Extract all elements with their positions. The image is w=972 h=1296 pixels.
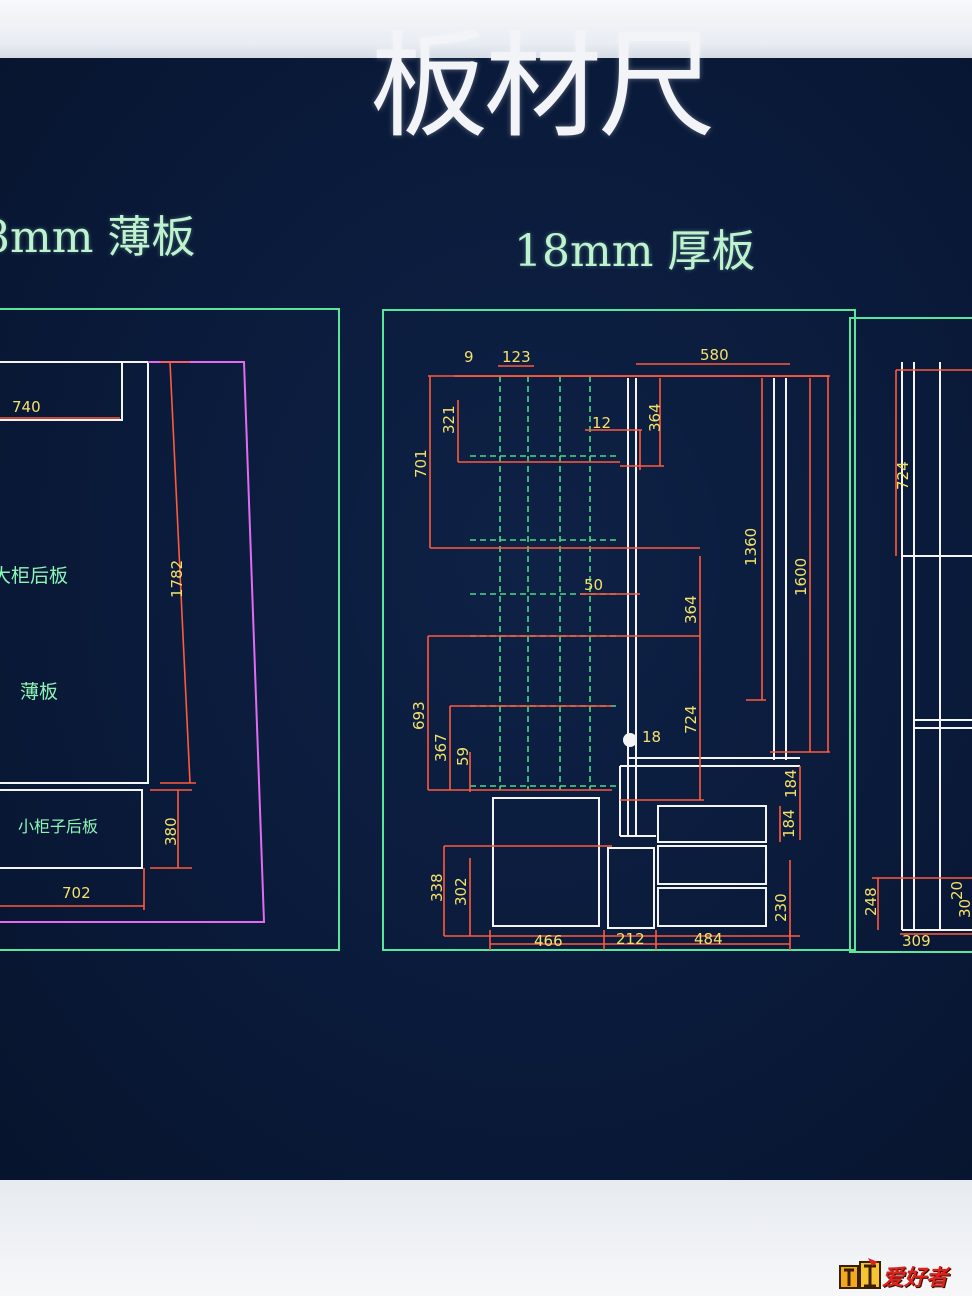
drawer-front-466 [492,797,600,927]
right-dim-309: 309 [902,932,931,950]
part-230 [657,887,767,927]
mid-dim-123: 123 [502,348,531,366]
cabinet-parts [492,378,800,929]
mid-dim-184-a: 184 [782,769,800,798]
mid-dim-12: 12 [592,414,611,432]
drawing-main-title: 板材尺 [370,30,716,140]
label-back-panel: 大柜后板 [0,565,68,587]
mid-dim-364-mid: 364 [682,595,700,624]
middle-dimensions [427,363,830,950]
left-drawing-panel: 740 1782 大柜后板 薄板 小柜子后板 380 702 [0,308,340,951]
mid-dim-59: 59 [454,747,472,766]
mid-dim-484: 484 [694,930,723,948]
mid-dim-580: 580 [700,346,729,364]
left-dim-1782: 1782 [168,560,186,598]
thick-board-title: 18mm 厚板 [514,226,756,277]
mid-dim-693: 693 [410,701,428,730]
watermark-text: 爱好者 [882,1266,949,1291]
right-drawing-panel: 724 248 20 30 309 [849,317,972,953]
right-dim-724: 724 [894,461,912,490]
label-thin-panel: 薄板 [20,681,58,703]
mid-dim-364-top: 364 [646,403,664,432]
right-dim-20: 20 [948,881,966,900]
left-dim-702: 702 [62,884,91,902]
label-small-cabinet-back: 小柜子后板 [18,817,98,836]
middle-drawing-panel: 9 123 580 321 12 364 701 1360 1600 50 36… [382,309,856,951]
mid-dim-1360: 1360 [742,528,760,566]
mid-dim-212: 212 [616,930,645,948]
mid-dim-184-b: 184 [780,809,798,838]
site-watermark: 爱好者 [838,1256,968,1292]
mid-dim-302: 302 [452,877,470,906]
mid-dim-338: 338 [428,873,446,902]
mid-dim-230: 230 [772,893,790,922]
mid-dim-701: 701 [412,449,430,478]
mid-dim-9: 9 [464,348,474,366]
right-dim-30: 30 [956,899,972,918]
mid-dim-50: 50 [584,576,603,594]
mid-dim-1600: 1600 [792,558,810,596]
left-board-main [0,361,149,784]
part-212 [607,847,655,929]
left-outer-outline [0,361,266,923]
mid-dim-367: 367 [432,733,450,762]
woodwork-logo-icon [839,1258,881,1289]
mid-dim-724: 724 [682,705,700,734]
part-184-a [657,805,767,843]
left-panel-frame [0,308,340,951]
left-dim-740: 740 [12,398,41,416]
monitor-top-glare [0,0,972,62]
monitor-bottom-bezel [0,1180,972,1296]
small-cabinet-board [0,789,143,869]
part-184-b [657,845,767,885]
mid-dim-466: 466 [534,932,563,950]
thin-board-title: 8mm 薄板 [0,212,196,263]
middle-panel-frame [382,309,856,951]
right-panel-frame [849,317,972,953]
left-dim-380: 380 [162,817,180,846]
cad-cursor [623,733,637,747]
mid-dim-18: 18 [642,728,661,746]
right-dim-248: 248 [862,887,880,916]
mid-dim-321: 321 [440,405,458,434]
